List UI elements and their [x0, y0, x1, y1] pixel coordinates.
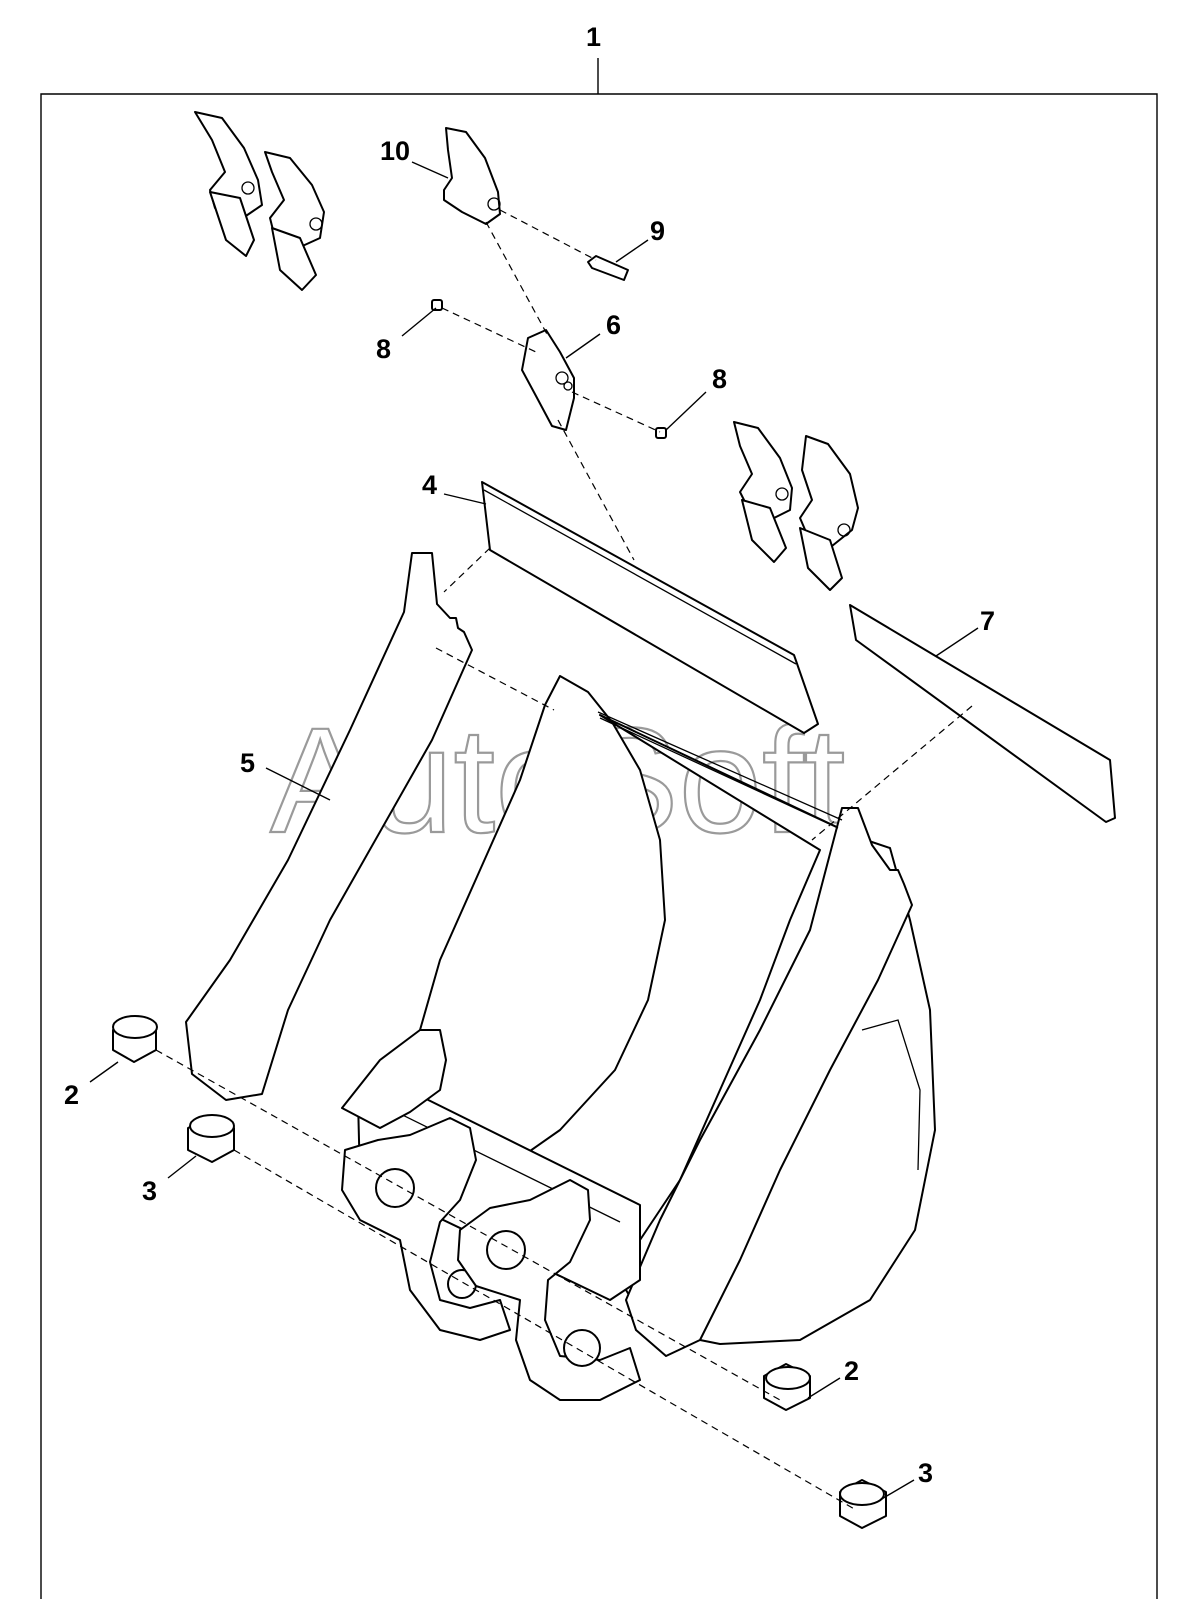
bolt-left: [431, 299, 443, 311]
callout-leaders: [89, 161, 979, 1501]
callout-10: 10: [380, 136, 410, 166]
bucket-body: [185, 552, 936, 1401]
callout-4: 4: [422, 470, 437, 500]
callout-8-right: 8: [712, 364, 727, 394]
assembly-frame: [40, 93, 1158, 1599]
tooth: [443, 127, 501, 225]
callout-8-left: 8: [376, 334, 391, 364]
callout-7: 7: [980, 606, 995, 636]
cutting-edge: [481, 481, 819, 734]
pin: [587, 255, 629, 281]
callout-2-right: 2: [844, 1356, 859, 1386]
bushing-left-lower: [187, 1114, 235, 1163]
callout-2-left: 2: [64, 1080, 79, 1110]
bushing-right-lower: [839, 1479, 887, 1529]
callout-1: 1: [586, 22, 601, 52]
callout-5: 5: [240, 748, 255, 778]
side-cutter: [849, 604, 1116, 823]
bushing-right-upper: [763, 1363, 811, 1411]
bolt-right: [655, 427, 667, 439]
tooth-group-right: [733, 421, 859, 591]
adapter: [521, 329, 575, 431]
callout-3-left: 3: [142, 1176, 157, 1206]
bushing-left-upper: [112, 1015, 158, 1063]
tooth-group-top-left: [194, 111, 325, 291]
callout-6: 6: [606, 310, 621, 340]
callout-9: 9: [650, 216, 665, 246]
callout-3-right: 3: [918, 1458, 933, 1488]
assembly-dashed-lines: [155, 209, 973, 1511]
